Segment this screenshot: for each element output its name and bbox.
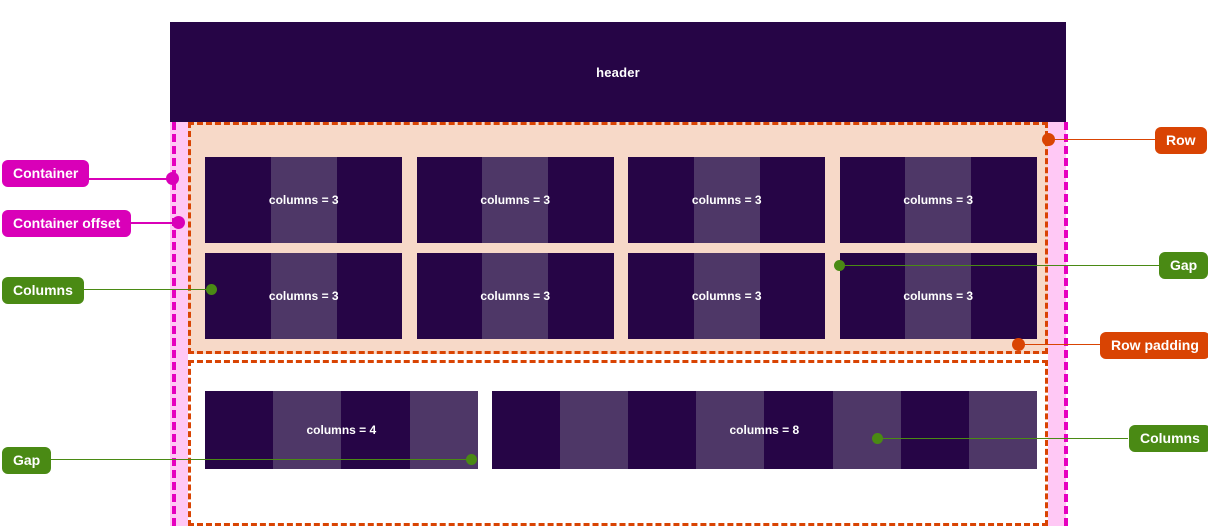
annotation-container[interactable]: Container: [2, 160, 90, 187]
leader-dot-row-padding: [1012, 338, 1025, 351]
leader-row: [1048, 139, 1158, 140]
column-stripe: [491, 391, 560, 469]
column-stripe: [693, 157, 760, 243]
column-block: columns = 3: [416, 253, 615, 339]
column-stripe: [628, 391, 697, 469]
leader-dot-row: [1042, 133, 1055, 146]
column-stripe: [336, 253, 403, 339]
annotation-gap-right[interactable]: Gap: [1159, 252, 1208, 279]
column-block: columns = 3: [205, 253, 403, 339]
column-stripe: [696, 391, 765, 469]
column-block: columns = 3: [839, 157, 1038, 243]
column-block: columns = 8: [491, 391, 1037, 469]
annotation-gap-left[interactable]: Gap: [2, 447, 52, 474]
leader-dot-columns-right: [872, 433, 883, 444]
column-stripe: [900, 391, 969, 469]
leader-dot-container: [166, 172, 179, 185]
column-block: columns = 3: [628, 157, 826, 243]
column-stripe: [971, 253, 1037, 339]
column-stripe: [336, 157, 403, 243]
column-block: columns = 4: [205, 391, 478, 469]
columns-line-3: columns = 4 columns = 8: [205, 391, 1037, 469]
leader-columns-left: [78, 289, 212, 290]
leader-container-offset: [130, 222, 174, 224]
container-offset-band-right: [1048, 122, 1066, 526]
column-stripe: [759, 253, 826, 339]
column-stripe: [968, 391, 1037, 469]
column-stripe: [205, 157, 271, 243]
column-stripe: [905, 157, 972, 243]
leader-dot-columns-left: [206, 284, 217, 295]
container-edge-right: [1064, 122, 1068, 526]
column-stripe: [205, 253, 271, 339]
leader-columns-right: [880, 438, 1128, 439]
leader-gap-left: [44, 459, 474, 460]
column-block: columns = 3: [628, 253, 826, 339]
annotation-columns-right[interactable]: Columns: [1129, 425, 1208, 452]
column-stripe: [548, 157, 614, 243]
column-stripe: [341, 391, 410, 469]
leader-container: [86, 178, 172, 180]
leader-gap-right: [840, 265, 1160, 266]
annotation-columns-left[interactable]: Columns: [2, 277, 84, 304]
annotation-container-offset[interactable]: Container offset: [2, 210, 132, 237]
leader-row-padding: [1020, 344, 1103, 345]
column-stripe: [839, 157, 906, 243]
column-stripe: [205, 391, 274, 469]
column-stripe: [832, 391, 901, 469]
column-stripe: [273, 391, 342, 469]
column-stripe: [764, 391, 833, 469]
annotation-row[interactable]: Row: [1155, 127, 1207, 154]
container-edge-left: [172, 122, 176, 526]
column-stripe: [482, 157, 549, 243]
annotation-row-padding[interactable]: Row padding: [1100, 332, 1208, 359]
column-stripe: [270, 253, 337, 339]
header-label: header: [596, 64, 640, 80]
column-stripe: [839, 253, 906, 339]
column-block: columns = 3: [839, 253, 1038, 339]
column-stripe: [548, 253, 614, 339]
column-stripe: [270, 157, 337, 243]
grid-illustration: header columns = 3 columns = 3 colu: [170, 22, 1068, 526]
column-stripe: [416, 253, 483, 339]
column-stripe: [693, 253, 760, 339]
column-stripe: [482, 253, 549, 339]
column-block: columns = 3: [205, 157, 403, 243]
column-stripe: [628, 157, 694, 243]
column-stripe: [759, 157, 826, 243]
column-stripe: [971, 157, 1037, 243]
columns-line-1: columns = 3 columns = 3 columns = 3 colu…: [205, 157, 1037, 243]
column-stripe: [416, 157, 483, 243]
column-block: columns = 3: [416, 157, 615, 243]
columns-line-2: columns = 3 columns = 3 columns = 3 colu…: [205, 253, 1037, 339]
header-band: header: [170, 22, 1066, 122]
column-stripe: [559, 391, 629, 469]
column-stripe: [628, 253, 694, 339]
leader-dot-gap-right: [834, 260, 845, 271]
leader-dot-gap-left: [466, 454, 477, 465]
row-block-2: columns = 4 columns = 8: [188, 360, 1048, 526]
row-block-1: columns = 3 columns = 3 columns = 3 colu…: [188, 122, 1048, 354]
leader-dot-container-offset: [172, 216, 185, 229]
column-stripe: [905, 253, 972, 339]
